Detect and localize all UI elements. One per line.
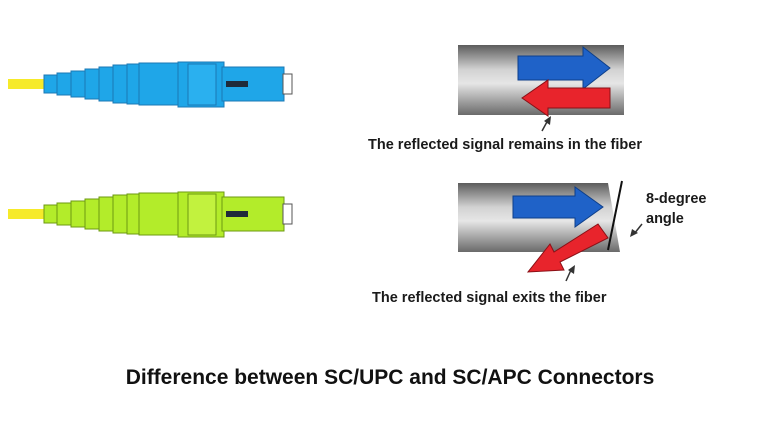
apc-ferrule-tip	[282, 203, 293, 225]
angle-label-line1: 8-degree	[646, 191, 707, 207]
apc-caption: The reflected signal exits the fiber	[372, 290, 607, 306]
angle-label: 8-degree angle	[646, 189, 706, 229]
upc-connector-latch	[187, 63, 217, 106]
apc-ferrule-slot	[226, 211, 248, 217]
apc-fiber-cable	[8, 209, 52, 219]
apc-strain-relief-boot	[43, 193, 142, 235]
upc-ferrule-tip	[282, 73, 293, 95]
upc-incident-arrow	[517, 45, 611, 91]
upc-fiber-end	[458, 45, 624, 132]
sc-upc-connector	[8, 61, 293, 108]
upc-connector-body	[138, 62, 185, 106]
upc-ferrule-slot	[226, 81, 248, 87]
angle-marker-line	[607, 180, 623, 251]
apc-fiber-end	[458, 180, 643, 282]
apc-pointer-head	[568, 265, 575, 274]
angle-pointer-head	[630, 229, 638, 237]
upc-caption: The reflected signal remains in the fibe…	[368, 137, 642, 153]
upc-strain-relief-boot	[43, 63, 142, 105]
apc-incident-arrow	[512, 186, 604, 228]
upc-fiber-cable	[8, 79, 52, 89]
apc-connector-latch	[187, 193, 217, 236]
upc-pointer-head	[544, 116, 551, 125]
apc-reflected-arrow	[526, 223, 609, 273]
page-title: Difference between SC/UPC and SC/APC Con…	[125, 366, 655, 389]
angle-label-line2: angle	[646, 211, 684, 227]
upc-reflected-arrow	[521, 79, 611, 117]
sc-apc-connector	[8, 191, 293, 238]
apc-pointer-line	[565, 269, 572, 282]
apc-connector-body	[138, 192, 185, 236]
